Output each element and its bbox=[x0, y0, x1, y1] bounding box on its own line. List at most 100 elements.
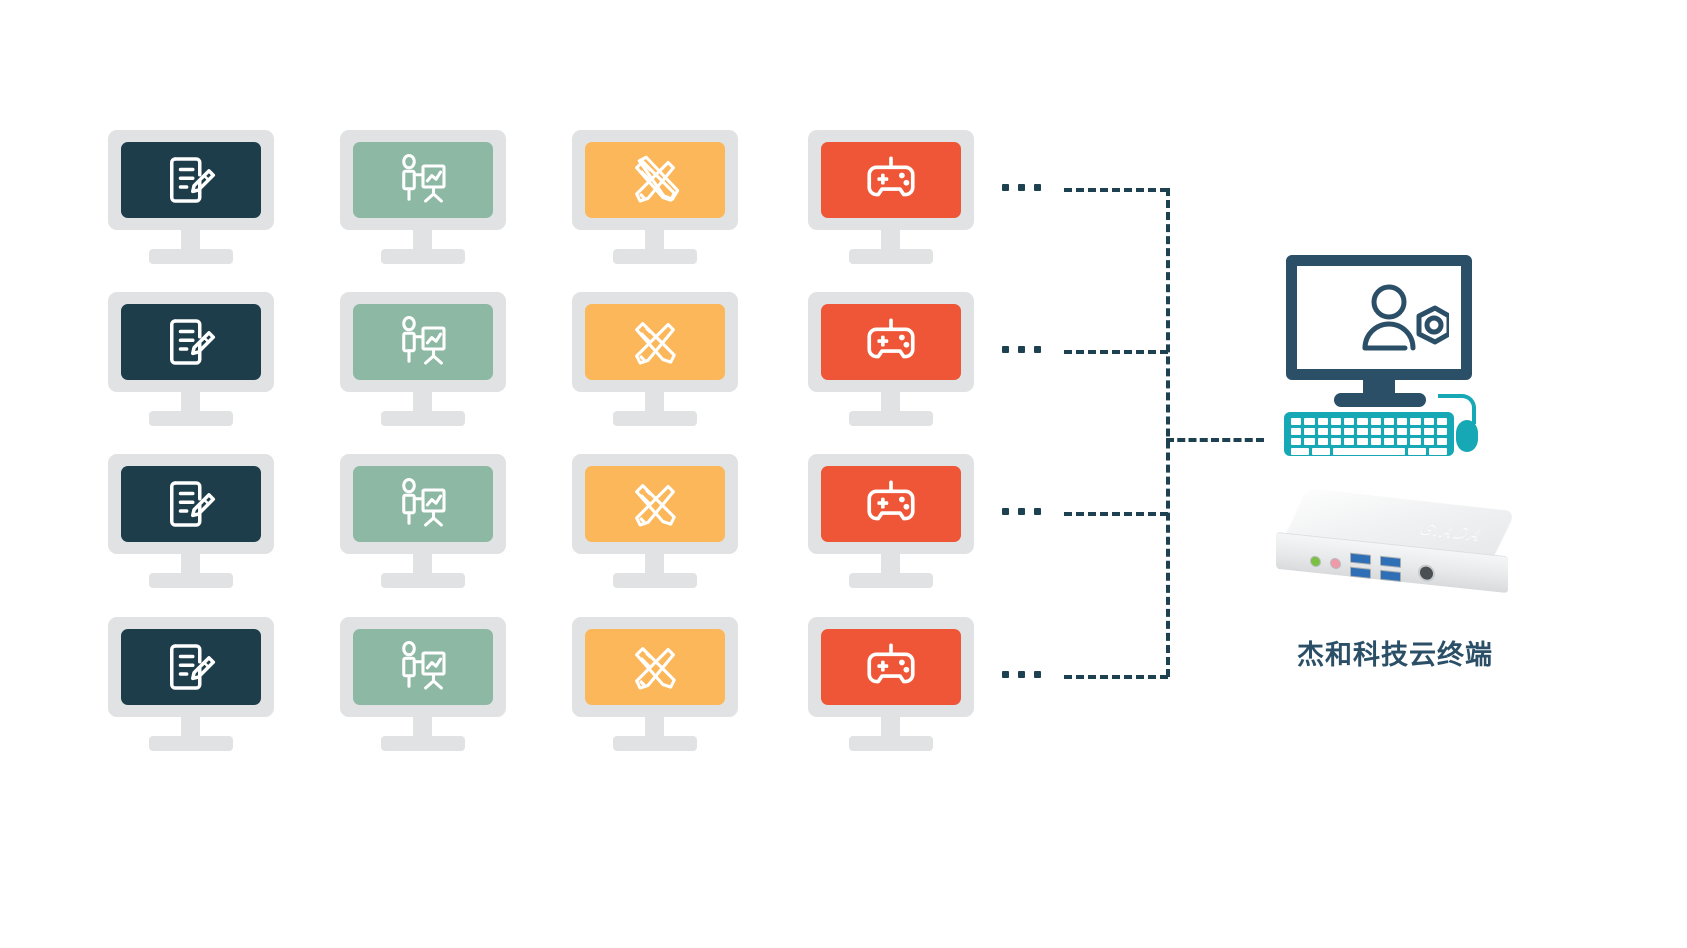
monitor-base bbox=[849, 736, 933, 751]
pencil-ruler-icon bbox=[635, 647, 676, 690]
monitor-base bbox=[849, 573, 933, 588]
monitor-base bbox=[149, 736, 233, 751]
client-monitor-r1c3[interactable] bbox=[572, 130, 742, 265]
client-monitor-r3c2[interactable] bbox=[340, 454, 510, 589]
monitor-frame bbox=[108, 292, 278, 427]
client-monitor-r4c1[interactable] bbox=[108, 617, 278, 752]
mini-pc-brand-text: GIADA bbox=[1414, 518, 1493, 545]
terminal-monitor-neck bbox=[1363, 380, 1395, 396]
gamepad-icon bbox=[867, 318, 915, 359]
row-ellipsis-3 bbox=[1002, 508, 1041, 515]
monitor-neck bbox=[181, 717, 200, 738]
monitor-screen-document-editing bbox=[121, 629, 261, 705]
monitor-screen-document-editing bbox=[121, 466, 261, 542]
terminal-monitor[interactable] bbox=[1286, 255, 1472, 380]
presenter-chart-board-icon bbox=[402, 315, 446, 365]
client-monitor-r2c4[interactable] bbox=[808, 292, 978, 427]
client-monitor-r2c1[interactable] bbox=[108, 292, 278, 427]
monitor-screen-gaming-entertainment bbox=[821, 304, 961, 380]
mic-in-jack-icon[interactable] bbox=[1330, 556, 1341, 570]
usb-port-group-2[interactable] bbox=[1380, 555, 1401, 582]
monitor-base bbox=[381, 249, 465, 264]
client-monitor-r3c3[interactable] bbox=[572, 454, 742, 589]
monitor-neck bbox=[413, 717, 432, 738]
monitor-screen-gaming-entertainment bbox=[821, 142, 961, 218]
terminal-mouse[interactable] bbox=[1456, 420, 1478, 452]
monitor-neck bbox=[881, 392, 900, 413]
client-monitor-r3c4[interactable] bbox=[808, 454, 978, 589]
monitor-neck bbox=[181, 230, 200, 251]
client-monitor-r1c2[interactable] bbox=[340, 130, 510, 265]
terminal-monitor-base bbox=[1334, 393, 1426, 407]
row-ellipsis-1 bbox=[1002, 184, 1041, 191]
connector-branch-row1 bbox=[1064, 188, 1168, 192]
usb-port-group-1[interactable] bbox=[1350, 552, 1371, 579]
monitor-base bbox=[381, 736, 465, 751]
usb-port-1-icon[interactable] bbox=[1350, 552, 1371, 565]
monitor-base bbox=[613, 736, 697, 751]
monitor-base bbox=[149, 573, 233, 588]
monitor-base bbox=[849, 249, 933, 264]
client-monitor-grid bbox=[108, 130, 988, 770]
keyboard-row bbox=[1291, 438, 1447, 445]
audio-out-jack-icon[interactable] bbox=[1310, 554, 1321, 568]
monitor-base bbox=[149, 249, 233, 264]
usb-port-2-icon[interactable] bbox=[1350, 566, 1371, 579]
monitor-base bbox=[149, 411, 233, 426]
client-monitor-r2c3[interactable] bbox=[572, 292, 742, 427]
client-monitor-r2c2[interactable] bbox=[340, 292, 510, 427]
monitor-neck bbox=[645, 230, 664, 251]
connector-branch-row4 bbox=[1064, 675, 1168, 679]
mini-pc-port-row bbox=[1310, 548, 1435, 585]
terminal-screen-content bbox=[1357, 280, 1452, 365]
pencil-ruler-icon bbox=[635, 322, 676, 365]
monitor-frame bbox=[572, 292, 742, 427]
keyboard-row bbox=[1291, 418, 1447, 425]
monitor-frame bbox=[572, 617, 742, 752]
presenter-chart-board-icon bbox=[402, 153, 446, 203]
monitor-frame bbox=[108, 454, 278, 589]
terminal-keyboard[interactable] bbox=[1284, 412, 1454, 456]
usb-port-3-icon[interactable] bbox=[1380, 555, 1401, 568]
usb-port-4-icon[interactable] bbox=[1380, 569, 1401, 582]
monitor-frame bbox=[340, 292, 510, 427]
client-monitor-r3c1[interactable] bbox=[108, 454, 278, 589]
client-monitor-r4c3[interactable] bbox=[572, 617, 742, 752]
monitor-neck bbox=[413, 554, 432, 575]
keyboard-row-spacebar bbox=[1291, 448, 1447, 455]
connector-branch-row2 bbox=[1064, 350, 1168, 354]
client-monitor-r1c1[interactable] bbox=[108, 130, 278, 265]
monitor-neck bbox=[881, 230, 900, 251]
client-monitor-r1c4[interactable] bbox=[808, 130, 978, 265]
connector-trunk-to-terminal bbox=[1166, 438, 1264, 442]
monitor-frame bbox=[108, 130, 278, 265]
monitor-screen-design-drafting bbox=[585, 142, 725, 218]
row-ellipsis-4 bbox=[1002, 671, 1041, 678]
monitor-frame bbox=[808, 454, 978, 589]
document-pencil-icon bbox=[170, 481, 216, 527]
monitor-neck bbox=[413, 230, 432, 251]
cloud-terminal-group: GIADA 杰和科技云终端 bbox=[1270, 255, 1570, 715]
gamepad-icon bbox=[867, 156, 915, 197]
monitor-screen-presentation-training bbox=[353, 629, 493, 705]
monitor-screen-document-editing bbox=[121, 142, 261, 218]
gamepad-icon bbox=[867, 480, 915, 521]
monitor-base bbox=[613, 573, 697, 588]
monitor-frame bbox=[340, 454, 510, 589]
client-monitor-r4c2[interactable] bbox=[340, 617, 510, 752]
monitor-neck bbox=[181, 392, 200, 413]
monitor-frame bbox=[108, 617, 278, 752]
document-pencil-icon bbox=[170, 157, 216, 203]
mini-pc-device[interactable]: GIADA bbox=[1270, 488, 1520, 610]
power-button-icon[interactable] bbox=[1418, 563, 1435, 583]
monitor-neck bbox=[645, 554, 664, 575]
monitor-screen-design-drafting bbox=[585, 629, 725, 705]
monitor-base bbox=[381, 411, 465, 426]
client-monitor-r4c4[interactable] bbox=[808, 617, 978, 752]
monitor-base bbox=[613, 249, 697, 264]
keyboard-row bbox=[1291, 428, 1447, 435]
monitor-neck bbox=[413, 392, 432, 413]
monitor-frame bbox=[340, 130, 510, 265]
monitor-screen-presentation-training bbox=[353, 142, 493, 218]
document-pencil-icon bbox=[170, 644, 216, 690]
